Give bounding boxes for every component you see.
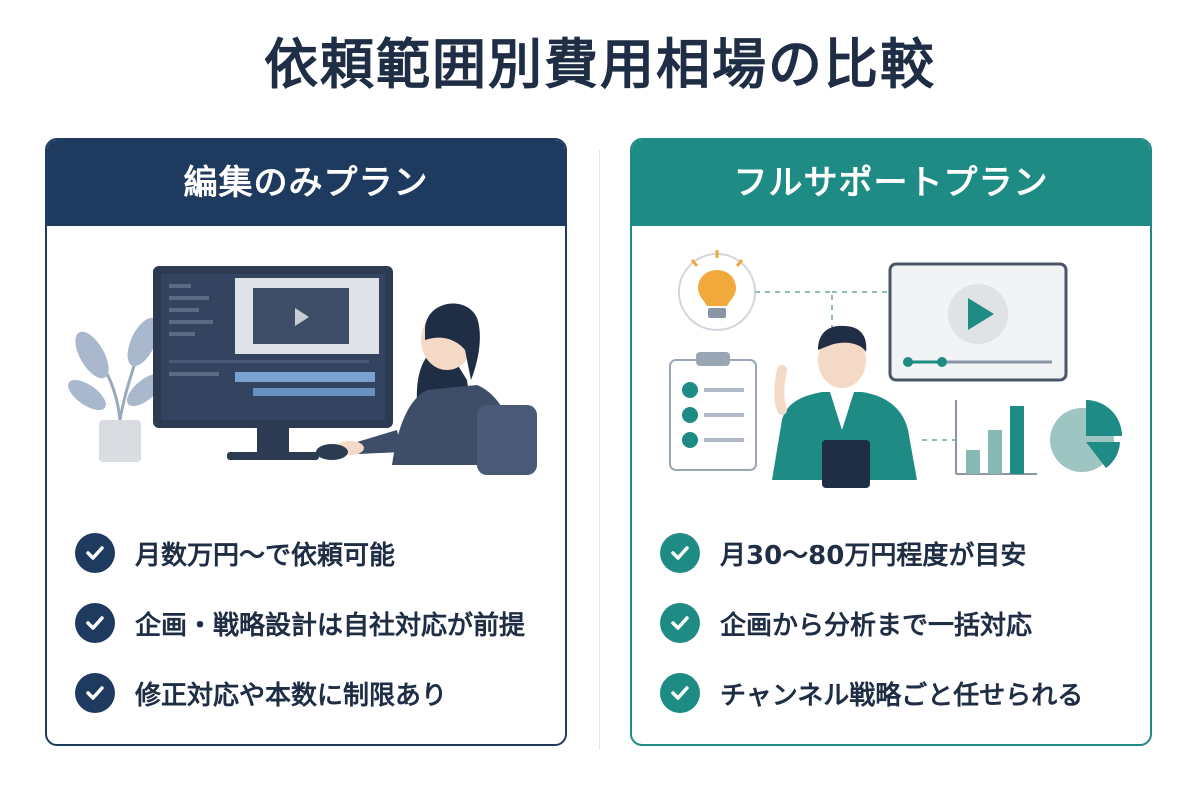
full-support-illustration [669,250,1122,488]
bar-chart-icon [955,400,1037,475]
center-divider [599,150,600,750]
point-text: 企画から分析まで一括対応 [720,610,1033,641]
page-title: 依頼範囲別費用相場の比較 [264,33,936,96]
point-text: 修正対応や本数に制限あり [135,680,448,711]
point-text: チャンネル戦略ごと任せられる [720,680,1084,711]
check-icon [75,533,115,573]
point-text: 月30〜80万円程度が目安 [720,540,1027,571]
point-text: 企画・戦略設計は自社対応が前提 [135,610,526,641]
lightbulb-icon [678,250,756,331]
check-icon [75,603,115,643]
plant-icon [68,317,164,462]
pie-chart-icon [1050,400,1122,472]
plan-card-full-support: フルサポートプラン [630,138,1152,746]
list-item: チャンネル戦略ごと任せられる [660,658,1140,728]
editing-illustration [68,266,537,475]
list-item: 修正対応や本数に制限あり [75,658,555,728]
list-item: 月数万円〜で依頼可能 [75,518,555,588]
plan-points: 月30〜80万円程度が目安 企画から分析まで一括対応 チャンネル戦略ごと任せられ… [660,518,1140,728]
play-icon [968,298,994,330]
clipboard-icon [669,352,757,471]
check-icon [660,533,700,573]
list-item: 月30〜80万円程度が目安 [660,518,1140,588]
check-icon [75,673,115,713]
plan-points: 月数万円〜で依頼可能 企画・戦略設計は自社対応が前提 修正対応や本数に制限あり [75,518,555,728]
plan-header: 編集のみプラン [47,140,565,226]
person-icon [316,303,537,475]
video-player-icon [888,262,1068,382]
person-icon [772,325,917,488]
play-icon [295,308,309,326]
list-item: 企画・戦略設計は自社対応が前提 [75,588,555,658]
check-icon [660,673,700,713]
plan-header: フルサポートプラン [632,140,1150,226]
monitor-icon [153,266,393,460]
check-icon [660,603,700,643]
plan-card-editing-only: 編集のみプラン [45,138,567,746]
list-item: 企画から分析まで一括対応 [660,588,1140,658]
point-text: 月数万円〜で依頼可能 [135,540,396,571]
